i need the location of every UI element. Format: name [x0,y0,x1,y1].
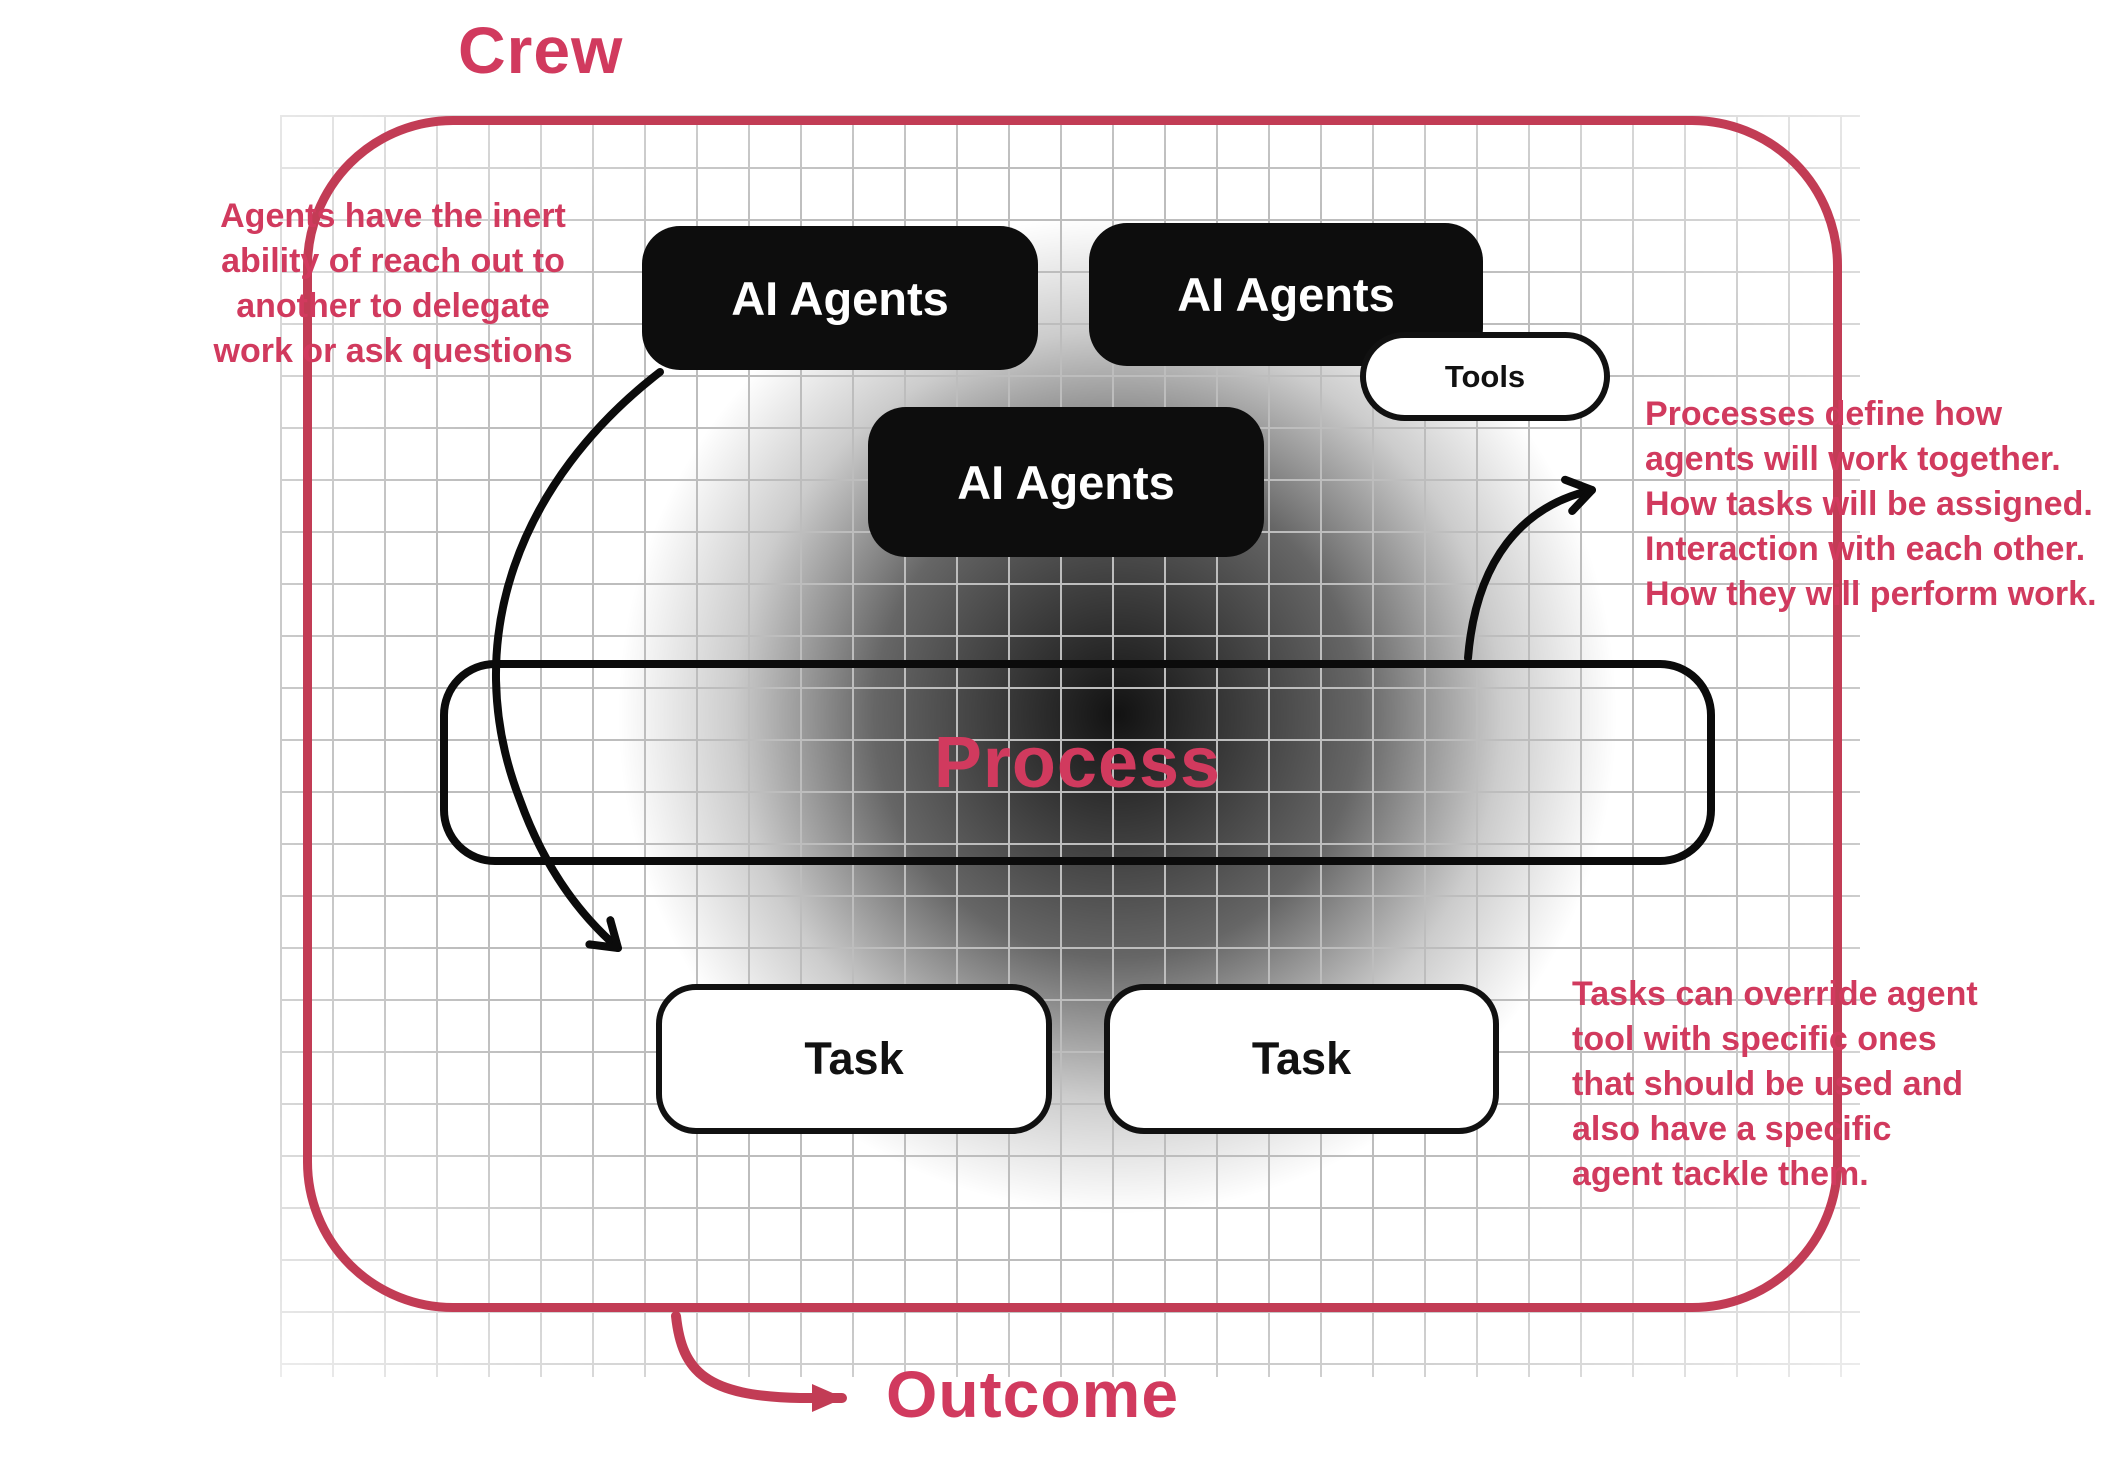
task-node-left: Task [656,984,1052,1134]
delegation-arrow [491,368,664,952]
task-label: Task [804,1033,904,1084]
ai-agents-node-top-left: AI Agents [642,226,1038,370]
outcome-connector [671,1311,847,1412]
task-label: Task [1251,1033,1352,1084]
process-annotation: Processes define how agents will work to… [1645,395,2097,613]
tools-label: Tools [1444,358,1526,394]
process-label: Process [933,722,1222,803]
agents-annotation: Agents have the inert ability of reach o… [213,197,573,370]
ai-agents-node-middle: AI Agents [868,407,1264,557]
task-node-right: Task [1104,984,1499,1134]
process-note-arrow [1464,475,1596,662]
ai-agents-label: AI Agents [731,271,949,325]
ai-agents-label: AI Agents [957,455,1175,509]
grid-background [280,115,1860,1377]
crew-title: Crew [458,13,624,87]
tools-node: Tools [1360,332,1610,421]
process-node: Process [440,660,1715,865]
tasks-annotation: Tasks can override agent tool with speci… [1572,975,1978,1193]
outcome-label: Outcome [886,1357,1180,1431]
crew-boundary-box [303,116,1842,1312]
ai-agents-label: AI Agents [1177,268,1395,321]
